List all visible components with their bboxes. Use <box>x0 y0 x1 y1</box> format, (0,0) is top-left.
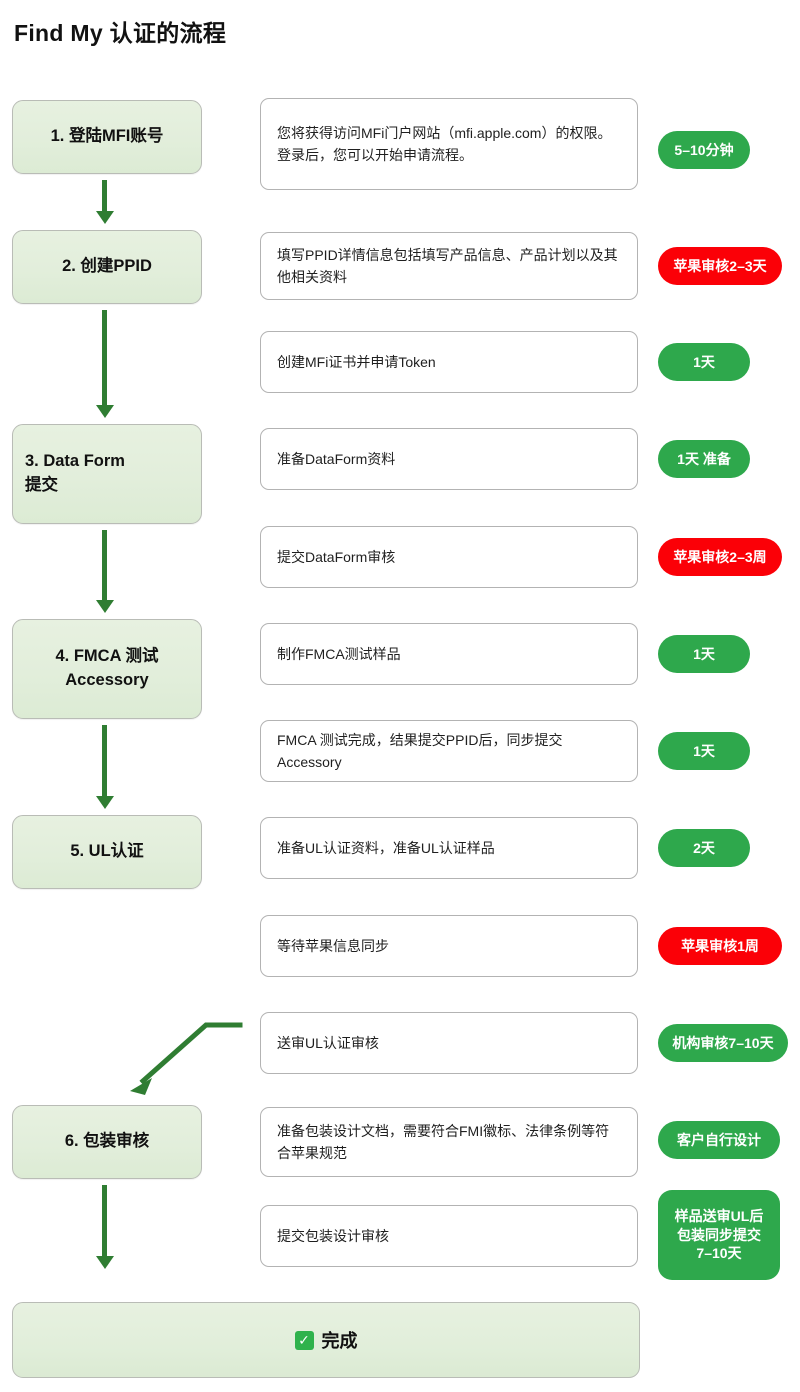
flow-arrow-1-to-2 <box>96 180 114 224</box>
desc-box-1[interactable]: 您将获得访问MFi门户网站（mfi.apple.com）的权限。登录后，您可以开… <box>260 98 638 190</box>
desc-text-8: 准备UL认证资料，准备UL认证样品 <box>277 839 495 856</box>
completion-bar: ✓ 完成 <box>12 1302 640 1378</box>
flow-arrow-3-to-4 <box>96 530 114 613</box>
desc-box-11[interactable]: 准备包装设计文档，需要符合FMI徽标、法律条例等符合苹果规范 <box>260 1107 638 1177</box>
step-label-4: 4. FMCA 测试 Accessory <box>55 647 159 689</box>
desc-box-9[interactable]: 等待苹果信息同步 <box>260 915 638 977</box>
desc-text-9: 等待苹果信息同步 <box>277 937 389 954</box>
desc-text-5: 提交DataForm审核 <box>277 548 396 565</box>
desc-box-8[interactable]: 准备UL认证资料，准备UL认证样品 <box>260 817 638 879</box>
badge-3: 1天 <box>658 343 750 381</box>
desc-text-3: 创建MFi证书并申请Token <box>277 353 436 370</box>
badge-6: 1天 <box>658 635 750 673</box>
step-label-5: 5. UL认证 <box>70 842 144 861</box>
completion-label: 完成 <box>321 1331 358 1351</box>
desc-box-12[interactable]: 提交包装设计审核 <box>260 1205 638 1267</box>
flow-arrow-2-to-3 <box>96 310 114 418</box>
badge-5: 苹果审核2–3周 <box>658 538 782 576</box>
desc-text-12: 提交包装设计审核 <box>277 1227 389 1244</box>
step-label-1: 1. 登陆MFI账号 <box>50 127 164 146</box>
desc-text-11: 准备包装设计文档，需要符合FMI徽标、法律条例等符合苹果规范 <box>277 1122 610 1161</box>
desc-box-2[interactable]: 填写PPID详情信息包括填写产品信息、产品计划以及其他相关资料 <box>260 232 638 300</box>
badge-4: 1天 准备 <box>658 440 750 478</box>
step-label-3: 3. Data Form 提交 <box>25 452 125 494</box>
step-box-3[interactable]: 3. Data Form 提交 <box>12 424 202 524</box>
step-box-2[interactable]: 2. 创建PPID <box>12 230 202 304</box>
desc-text-10: 送审UL认证审核 <box>277 1034 379 1051</box>
step-label-2: 2. 创建PPID <box>62 257 152 276</box>
step-label-6: 6. 包装审核 <box>64 1132 150 1151</box>
desc-box-5[interactable]: 提交DataForm审核 <box>260 526 638 588</box>
badge-7: 1天 <box>658 732 750 770</box>
desc-text-2: 填写PPID详情信息包括填写产品信息、产品计划以及其他相关资料 <box>277 246 618 285</box>
desc-text-4: 准备DataForm资料 <box>277 450 396 467</box>
flow-arrow-4-to-5 <box>96 725 114 809</box>
badge-11: 客户自行设计 <box>658 1121 780 1159</box>
desc-box-7[interactable]: FMCA 测试完成，结果提交PPID后，同步提交Accessory <box>260 720 638 782</box>
page-title: Find My 认证的流程 <box>14 20 227 46</box>
desc-box-3[interactable]: 创建MFi证书并申请Token <box>260 331 638 393</box>
step-box-5[interactable]: 5. UL认证 <box>12 815 202 889</box>
badge-2: 苹果审核2–3天 <box>658 247 782 285</box>
desc-text-1: 您将获得访问MFi门户网站（mfi.apple.com）的权限。登录后，您可以开… <box>277 124 612 163</box>
step-box-4[interactable]: 4. FMCA 测试 Accessory <box>12 619 202 719</box>
desc-box-10[interactable]: 送审UL认证审核 <box>260 1012 638 1074</box>
step-box-6[interactable]: 6. 包装审核 <box>12 1105 202 1179</box>
desc-box-4[interactable]: 准备DataForm资料 <box>260 428 638 490</box>
badge-9: 苹果审核1周 <box>658 927 782 965</box>
badge-1: 5–10分钟 <box>658 131 750 169</box>
desc-box-6[interactable]: 制作FMCA测试样品 <box>260 623 638 685</box>
badge-12: 样品送审UL后 包装同步提交 7–10天 <box>658 1190 780 1280</box>
badge-10: 机构审核7–10天 <box>658 1024 788 1062</box>
desc-text-6: 制作FMCA测试样品 <box>277 645 401 662</box>
step-box-1[interactable]: 1. 登陆MFI账号 <box>12 100 202 174</box>
desc-text-7: FMCA 测试完成，结果提交PPID后，同步提交Accessory <box>277 731 563 770</box>
flow-arrow-6-to-final <box>96 1185 114 1269</box>
check-icon: ✓ <box>294 1330 314 1350</box>
badge-8: 2天 <box>658 829 750 867</box>
flow-arrow-ul-to-packaging <box>130 1022 243 1095</box>
